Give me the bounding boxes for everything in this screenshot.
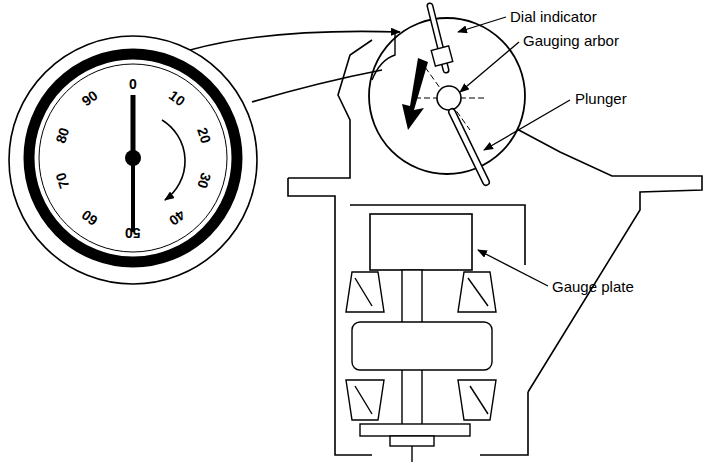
dial-number: 10 — [166, 87, 187, 108]
dial-number: 50 — [125, 225, 141, 240]
gauge-plate — [370, 214, 472, 270]
part-label: Plunger — [575, 90, 627, 107]
dial-number: 60 — [79, 207, 100, 228]
part-label: Gauge plate — [552, 278, 634, 295]
dial-number: 20 — [194, 125, 213, 144]
part-label: Dial indicator — [510, 8, 597, 25]
balloon-outline — [9, 31, 400, 284]
dial-number: 0 — [129, 77, 137, 92]
dial-face — [29, 54, 237, 262]
dial-number: 40 — [166, 207, 187, 228]
part-label: Gauging arbor — [523, 32, 619, 49]
dial-number: 90 — [79, 87, 100, 108]
dial-number: 70 — [53, 171, 72, 190]
leader-lines — [458, 17, 570, 286]
dial-number: 80 — [53, 125, 72, 144]
dial-number: 30 — [194, 171, 213, 190]
bearing-assembly — [346, 270, 496, 462]
